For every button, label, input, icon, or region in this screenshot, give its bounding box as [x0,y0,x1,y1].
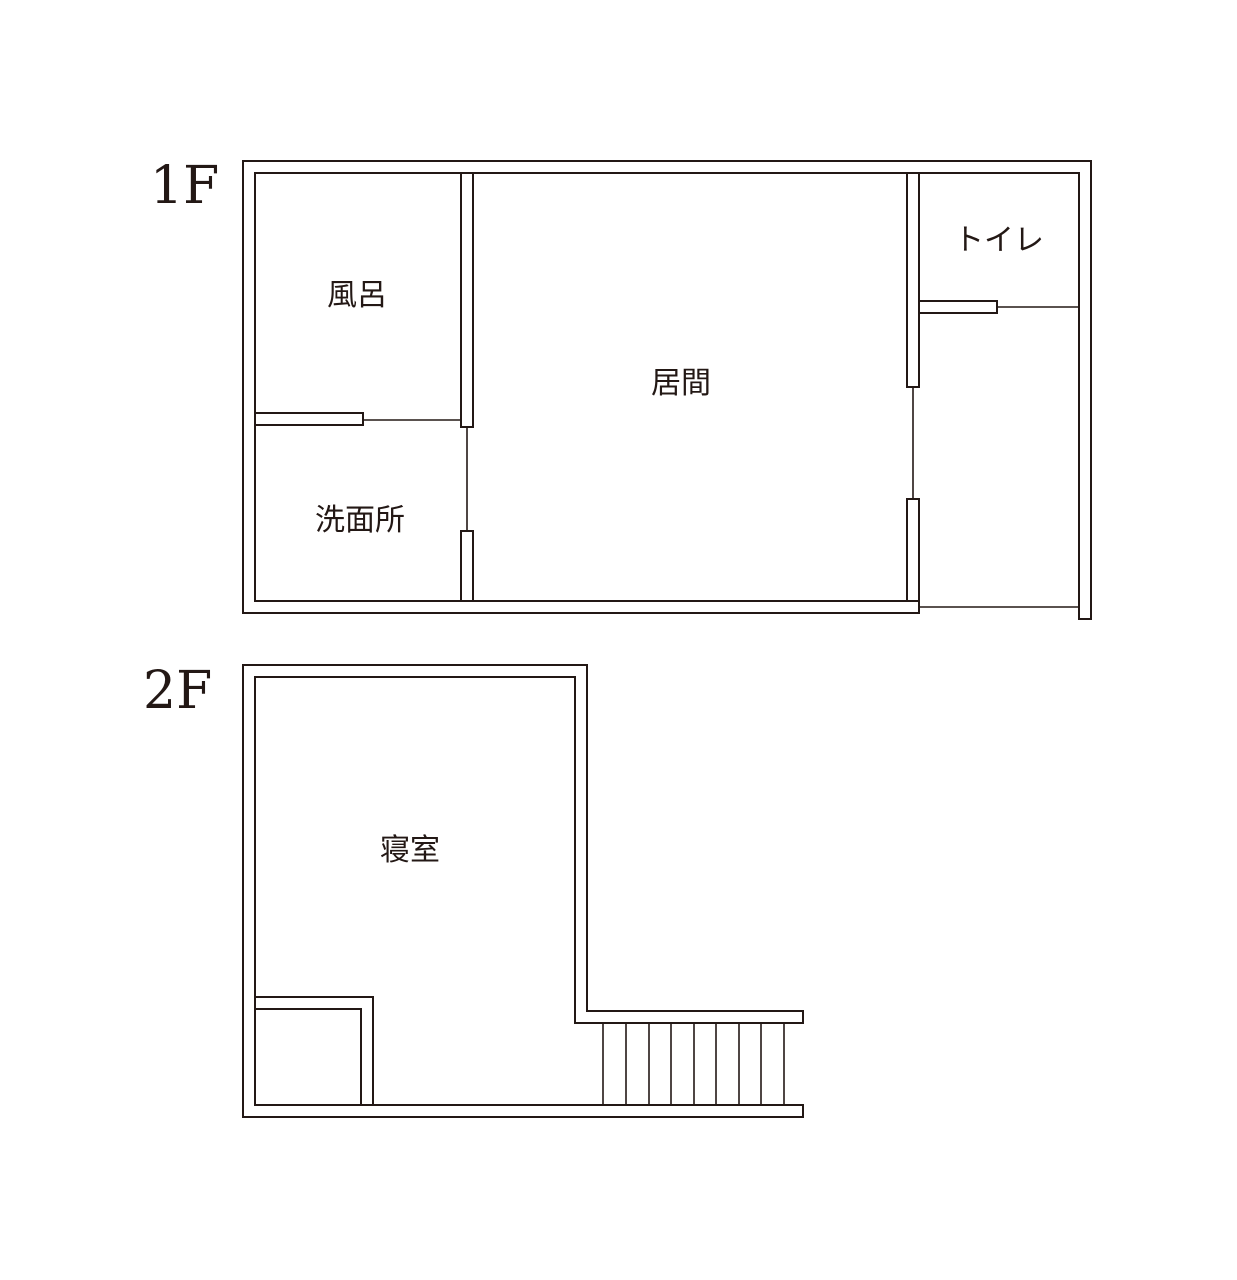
1f-wall-left-upper [460,172,474,428]
room-label-bedroom: 寝室 [380,833,440,868]
1f-wall-bath-wash [254,412,364,426]
1f-outer-wall [242,160,1092,620]
room-label-living: 居間 [651,366,711,401]
2f-stairs [602,1023,785,1105]
2f-closet-wall [254,996,374,1106]
1f-wall-left-lower [460,530,474,602]
floor-2f-plan [242,664,804,1118]
1f-wall-toilet [918,300,998,314]
room-label-bath: 風呂 [327,278,387,313]
room-label-washroom: 洗面所 [315,503,405,538]
room-label-toilet: トイレ [954,223,1044,258]
1f-wall-right-upper [906,172,920,388]
2f-outer-wall [242,664,804,1118]
floor-1f-plan [242,160,1092,620]
floor-label-1f: 1F [150,156,219,216]
floor-label-2f: 2F [143,661,212,721]
1f-wall-right-lower [906,498,920,602]
